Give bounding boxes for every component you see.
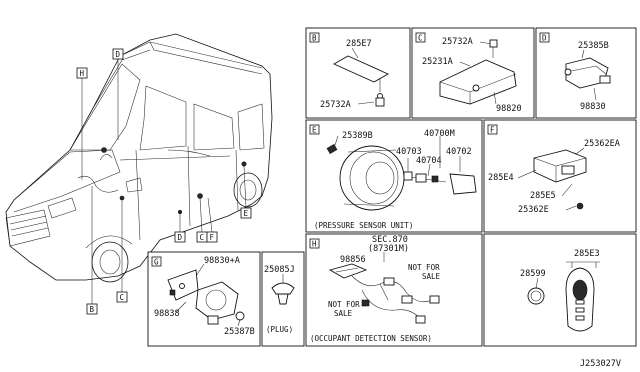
not-for-sale-2-line2: SALE bbox=[334, 309, 353, 318]
caption-plug: (PLUG) bbox=[266, 325, 293, 334]
part-25385b: 25385B bbox=[578, 41, 609, 51]
caption-occupant-detection-sensor: (OCCUPANT DETECTION SENSOR) bbox=[310, 334, 432, 343]
svg-text:D: D bbox=[116, 50, 121, 59]
part-25732a-b: 25732A bbox=[320, 100, 351, 110]
svg-text:B: B bbox=[312, 34, 317, 43]
part-98838: 98838 bbox=[154, 309, 180, 319]
part-98820: 98820 bbox=[496, 104, 522, 114]
callout-h-tag: H bbox=[76, 67, 88, 79]
part-25387b: 25387B bbox=[224, 327, 255, 337]
callout-d-top-tag: D bbox=[112, 48, 124, 60]
diagram-id: J253027V bbox=[580, 359, 621, 369]
svg-text:G: G bbox=[154, 258, 159, 267]
panel-g: G 98830+A 98838 25387B bbox=[147, 251, 261, 347]
part-25732a-c: 25732A bbox=[442, 37, 473, 47]
part-40700m: 40700M bbox=[424, 129, 455, 139]
sec-87301m-label: (87301M) bbox=[368, 244, 409, 254]
part-25085j: 25085J bbox=[264, 265, 295, 275]
part-285e7: 285E7 bbox=[346, 39, 372, 49]
callout-e-tag: E bbox=[240, 207, 252, 219]
part-25389b: 25389B bbox=[342, 131, 373, 141]
part-98830-d: 98830 bbox=[580, 102, 606, 112]
part-28599: 28599 bbox=[520, 269, 546, 279]
part-285e5: 285E5 bbox=[530, 191, 556, 201]
callout-c-bottom-tag: C bbox=[116, 291, 128, 303]
part-25231a: 25231A bbox=[422, 57, 453, 67]
part-25362ea: 25362EA bbox=[584, 139, 620, 149]
panel-e: E 25389B 40700M 40703 40702 40704 (PRESS… bbox=[305, 119, 483, 233]
part-98856: 98856 bbox=[340, 255, 366, 265]
part-25362e: 25362E bbox=[518, 205, 549, 215]
svg-text:D: D bbox=[178, 233, 183, 242]
svg-text:B: B bbox=[90, 305, 95, 314]
svg-text:C: C bbox=[418, 34, 423, 43]
svg-text:H: H bbox=[80, 69, 85, 78]
panel-d: D 25385B 98830 bbox=[535, 27, 637, 119]
svg-text:C: C bbox=[200, 233, 205, 242]
part-285e3: 285E3 bbox=[574, 249, 600, 259]
part-285e4: 285E4 bbox=[488, 173, 514, 183]
callout-b-tag: B bbox=[86, 303, 98, 315]
svg-text:E: E bbox=[244, 209, 249, 218]
panel-h: H SEC.870 (87301M) 98856 NOT FOR SALE NO… bbox=[305, 233, 483, 347]
callout-c-mid-tag: C bbox=[196, 231, 208, 243]
svg-text:E: E bbox=[312, 126, 317, 135]
callout-d-bottom-tag: D bbox=[174, 231, 186, 243]
vehicle-illustration bbox=[5, 33, 273, 304]
panel-f: F 25362EA 285E4 285E5 25362E bbox=[483, 119, 637, 233]
part-40703: 40703 bbox=[396, 147, 422, 157]
panel-plug: 25085J (PLUG) bbox=[261, 251, 305, 347]
panel-b: B 285E7 25732A bbox=[305, 27, 411, 119]
callout-f-tag: F bbox=[206, 231, 218, 243]
svg-text:F: F bbox=[210, 233, 215, 242]
svg-text:F: F bbox=[490, 126, 495, 135]
not-for-sale-1-line1: NOT FOR bbox=[408, 263, 440, 272]
svg-text:C: C bbox=[120, 293, 125, 302]
svg-text:D: D bbox=[542, 34, 547, 43]
part-98830-a: 98830+A bbox=[204, 256, 240, 266]
not-for-sale-2-line1: NOT FOR bbox=[328, 300, 360, 309]
part-40702: 40702 bbox=[446, 147, 472, 157]
part-40704: 40704 bbox=[416, 156, 442, 166]
not-for-sale-1-line2: SALE bbox=[422, 272, 441, 281]
panel-c: C 25732A 25231A 98820 bbox=[411, 27, 535, 119]
svg-text:H: H bbox=[312, 240, 317, 249]
sec-870-label: SEC.870 bbox=[372, 235, 408, 245]
panel-key: 285E3 28599 bbox=[483, 233, 637, 347]
caption-pressure-sensor-unit: (PRESSURE SENSOR UNIT) bbox=[314, 221, 413, 230]
